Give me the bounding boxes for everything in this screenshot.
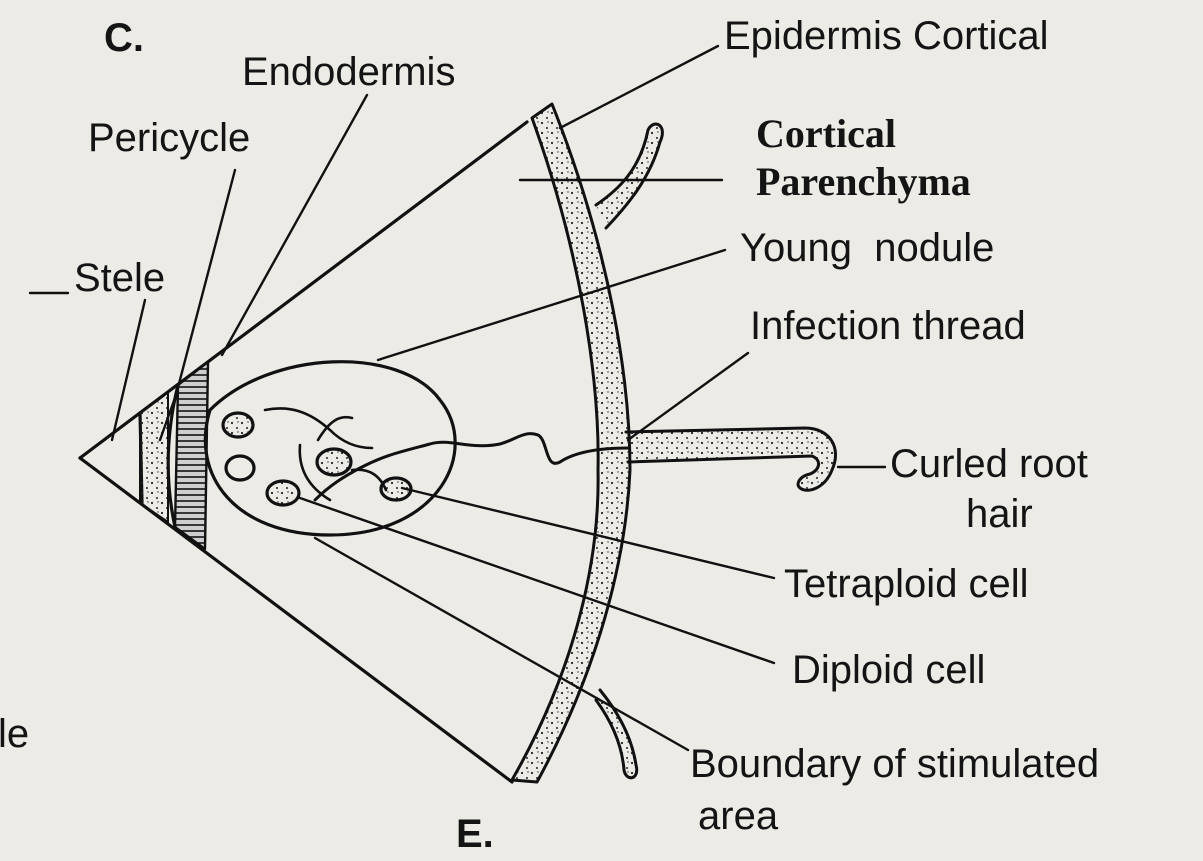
infection-thread-branch xyxy=(265,408,372,448)
label-epidermis-cortical: Epidermis Cortical xyxy=(724,14,1049,58)
panel-label-e: E. xyxy=(456,812,494,856)
label-infection-thread: Infection thread xyxy=(750,304,1026,348)
label-endodermis: Endodermis xyxy=(242,50,455,94)
label-pericycle: Pericycle xyxy=(88,116,250,160)
label-young-nodule: Young nodule xyxy=(740,226,994,270)
leader-infection-thread xyxy=(628,353,748,440)
upper-root-hair xyxy=(596,124,662,228)
leader-young-nodule xyxy=(378,250,725,360)
diploid-cell-b xyxy=(267,481,299,505)
label-tetraploid-cell: Tetraploid cell xyxy=(784,562,1029,606)
label-diploid-cell: Diploid cell xyxy=(792,648,985,692)
label-curled-root-hair-line2: hair xyxy=(966,492,1033,536)
curled-root-hair xyxy=(626,428,836,490)
label-cortical-parenchyma-line2: Parenchyma xyxy=(756,160,971,204)
leader-epidermis xyxy=(560,46,718,128)
label-stele: Stele xyxy=(74,256,165,300)
leader-tetraploid-cell xyxy=(402,488,774,578)
leader-boundary-stimulated-area xyxy=(315,538,688,750)
leader-pericycle xyxy=(176,170,235,395)
infection-thread-branch xyxy=(318,417,352,440)
tetraploid-cell xyxy=(223,413,253,437)
tetraploid-cell xyxy=(317,449,351,475)
label-boundary-stimulated-area-line1: Boundary of stimulated xyxy=(690,742,1099,786)
leader-diploid-cell xyxy=(300,498,774,663)
edge-fragment-text: le xyxy=(0,712,29,756)
panel-label-c: C. xyxy=(104,16,144,60)
diploid-cell-a xyxy=(226,456,254,480)
endodermis-band xyxy=(175,362,208,549)
label-curled-root-hair-line1: Curled root xyxy=(890,442,1088,486)
label-cortical-parenchyma-line1: Cortical xyxy=(756,112,896,156)
pericycle-band xyxy=(140,392,168,522)
label-boundary-stimulated-area-line2: area xyxy=(698,794,778,838)
lower-root-hair xyxy=(596,690,637,778)
infection-thread xyxy=(315,434,628,500)
